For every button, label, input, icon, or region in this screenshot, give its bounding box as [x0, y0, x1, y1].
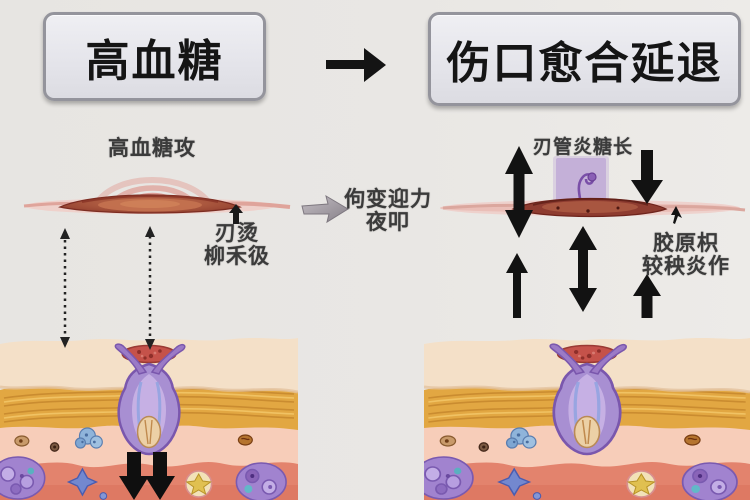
flow-right-arrow-icon — [326, 48, 386, 82]
left-wound-note-line2: 柳禾彶 — [204, 245, 270, 268]
gray-transition-arrow-icon — [301, 194, 349, 224]
dotted-down-arrowhead-icon — [60, 337, 70, 348]
effect-box: 伤口愈合延退 — [428, 12, 741, 106]
dotted-down-arrowhead-icon — [145, 339, 155, 350]
left-wound-note-line1: 刃烫 — [215, 222, 259, 245]
cause-box-label: 高血糖 — [85, 36, 224, 86]
small-up-arrow-icon — [229, 204, 243, 224]
up-arrow-icon — [505, 146, 533, 174]
center-annotation-line1: 佝变迎力 — [344, 188, 432, 211]
right-flux-arrows — [505, 146, 682, 318]
right-side-note-line2: 较秧炎作 — [642, 255, 730, 278]
right-side-note: 胶原枳 较秧炎作 — [642, 232, 730, 278]
up-arrow-icon — [633, 274, 661, 296]
left-wound-illustration — [23, 194, 291, 214]
skin-cross-section-right — [424, 336, 750, 500]
left-wound-note: 刃烫 柳禾彶 — [204, 222, 270, 268]
down-arrow-icon — [505, 210, 533, 238]
center-annotation-line2: 夜叩 — [366, 211, 410, 234]
down-arrow-icon — [631, 180, 663, 204]
dotted-up-arrowhead-icon — [145, 226, 155, 237]
down-arrow-icon — [145, 476, 175, 500]
effect-box-label: 伤口愈合延退 — [446, 39, 723, 88]
left-top-label: 高血糖攻 — [108, 137, 196, 160]
up-arrow-icon — [569, 226, 597, 250]
dotted-exchange-arrows — [60, 226, 155, 350]
up-arrow-icon — [506, 253, 528, 273]
cause-box: 高血糖 — [43, 12, 266, 101]
down-arrow-icon — [569, 288, 597, 312]
cursor-arrow-icon — [671, 206, 682, 224]
dotted-up-arrowhead-icon — [60, 228, 70, 239]
left-down-arrows — [119, 452, 175, 500]
vessel-sprout-illustration — [553, 156, 609, 211]
center-annotation: 佝变迎力 夜叩 — [344, 188, 432, 234]
right-top-label: 刃管炎糖长 — [532, 137, 634, 158]
down-arrow-icon — [119, 476, 149, 500]
right-side-note-line1: 胶原枳 — [653, 232, 719, 255]
